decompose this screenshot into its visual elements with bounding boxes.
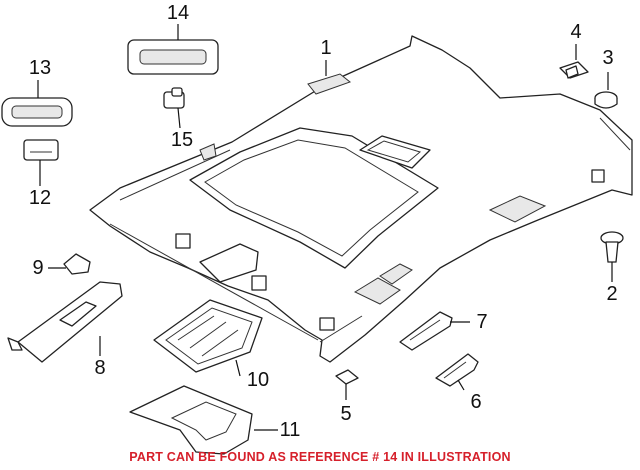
callout-1: 1 bbox=[320, 37, 332, 59]
callout-10: 10 bbox=[246, 369, 270, 391]
callout-14: 14 bbox=[166, 2, 190, 24]
grab-handle-part bbox=[435, 353, 479, 387]
callout-2: 2 bbox=[606, 283, 618, 305]
callout-9: 9 bbox=[32, 257, 44, 279]
reading-lamp-part bbox=[127, 39, 219, 75]
leader-lines bbox=[37, 24, 613, 431]
callout-5: 5 bbox=[340, 403, 352, 425]
visor-clip-part bbox=[63, 253, 91, 275]
headliner-part bbox=[89, 35, 633, 363]
callout-7: 7 bbox=[476, 311, 488, 333]
callout-13: 13 bbox=[28, 57, 52, 79]
small-lamp-part bbox=[23, 139, 59, 161]
bracket-part bbox=[399, 311, 453, 351]
callout-8: 8 bbox=[94, 357, 106, 379]
console-cover-part bbox=[129, 385, 253, 455]
callout-11: 11 bbox=[279, 419, 301, 441]
callout-3: 3 bbox=[602, 47, 614, 69]
callout-12: 12 bbox=[28, 187, 52, 209]
callout-15: 15 bbox=[170, 129, 194, 151]
switch-knob-part bbox=[163, 87, 185, 109]
console-frame-part bbox=[153, 299, 263, 373]
callout-6: 6 bbox=[470, 391, 482, 413]
square-clip-part bbox=[559, 61, 589, 79]
small-pad-part bbox=[335, 369, 359, 385]
reference-notice: PART CAN BE FOUND AS REFERENCE # 14 IN I… bbox=[129, 450, 511, 464]
push-clip-part bbox=[600, 231, 624, 263]
round-cap-part bbox=[594, 91, 618, 109]
dome-lamp-part bbox=[1, 97, 73, 127]
sun-visor-part bbox=[7, 281, 123, 363]
callout-4: 4 bbox=[570, 21, 582, 43]
